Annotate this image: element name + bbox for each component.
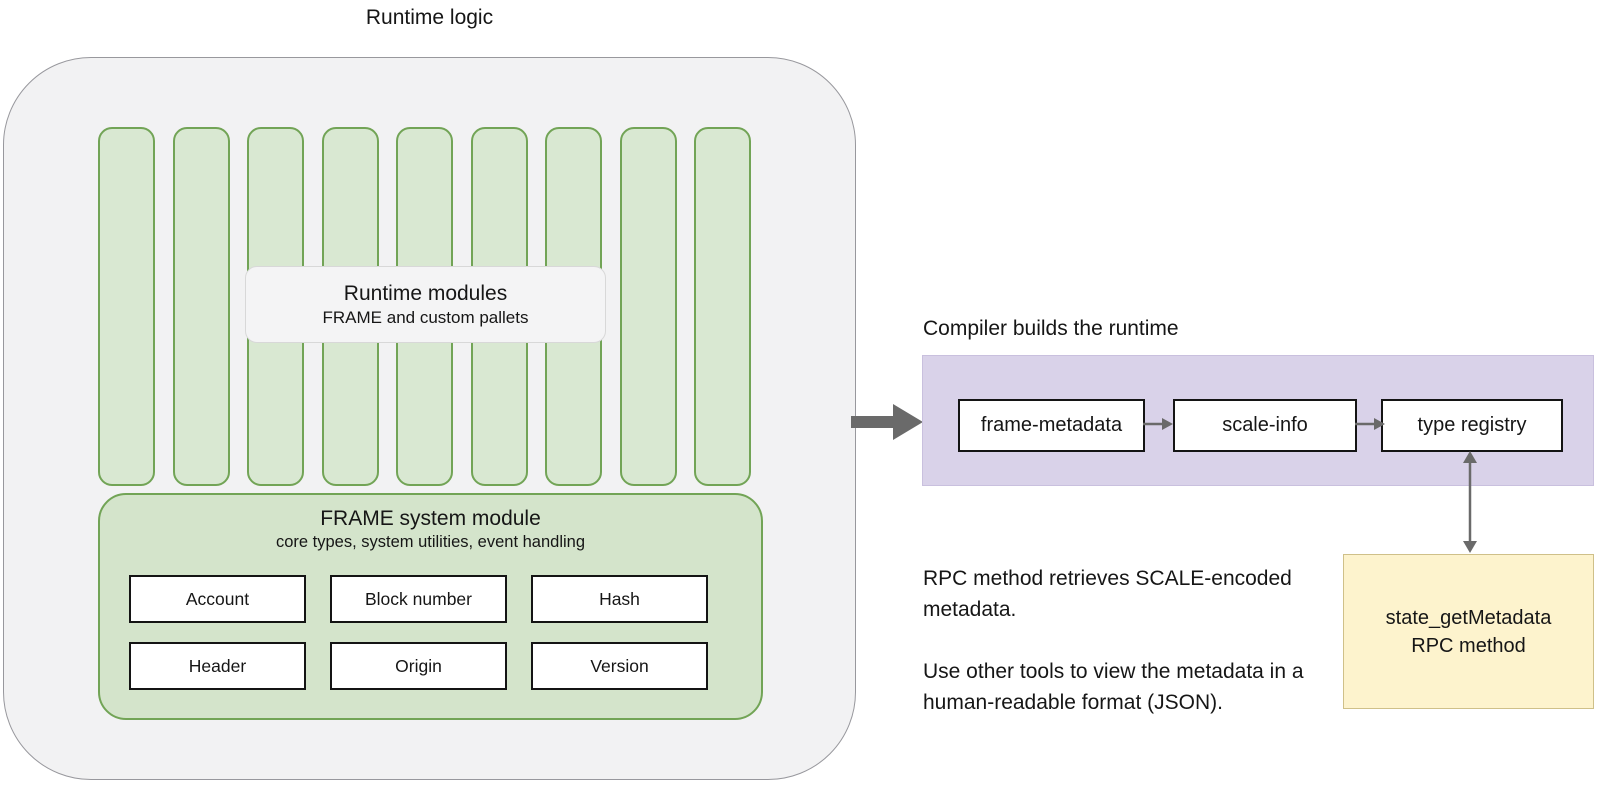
- runtime-modules-subtitle: FRAME and custom pallets: [322, 308, 529, 327]
- pallet-bar: [619, 127, 677, 486]
- up-down-arrow-icon: [1463, 451, 1477, 553]
- rpc-box-subtitle: RPC method: [1411, 634, 1526, 657]
- frame-system-title: FRAME system module: [320, 507, 541, 530]
- chip-block-number: Block number: [330, 575, 507, 623]
- diagram-title: Runtime logic: [365, 6, 494, 29]
- pipeline-box-scale-info: scale-info: [1173, 399, 1357, 452]
- chip-origin: Origin: [330, 642, 507, 690]
- state-get-metadata-box: state_getMetadata RPC method: [1343, 554, 1594, 709]
- pallet-bar: [694, 127, 751, 486]
- frame-system-module-box: FRAME system module core types, system u…: [98, 493, 763, 720]
- rpc-notes: RPC method retrieves SCALE-encoded metad…: [923, 563, 1315, 749]
- chip-header: Header: [129, 642, 306, 690]
- pipeline-box-type-registry: type registry: [1381, 399, 1563, 452]
- frame-system-chips: Account Block number Hash Header Origin …: [129, 575, 708, 690]
- compiler-label: Compiler builds the runtime: [923, 317, 1179, 340]
- pipeline-box-frame-metadata: frame-metadata: [958, 399, 1145, 452]
- compiler-pipeline-band: frame-metadata scale-info type registry: [922, 355, 1594, 486]
- right-arrow-icon: [851, 404, 923, 440]
- chip-version: Version: [531, 642, 708, 690]
- right-arrow-icon: [1355, 418, 1385, 430]
- runtime-modules-label: Runtime modules FRAME and custom pallets: [245, 266, 606, 343]
- runtime-modules-title: Runtime modules: [343, 282, 508, 305]
- note-scale-encoded: RPC method retrieves SCALE-encoded metad…: [923, 567, 1292, 621]
- pallet-bar: [172, 127, 230, 486]
- frame-system-subtitle: core types, system utilities, event hand…: [275, 533, 586, 551]
- chip-hash: Hash: [531, 575, 708, 623]
- pallet-bar: [98, 127, 155, 486]
- note-human-readable: Use other tools to view the metadata in …: [923, 660, 1304, 714]
- right-arrow-icon: [1143, 418, 1173, 430]
- rpc-box-title: state_getMetadata: [1385, 606, 1552, 629]
- chip-account: Account: [129, 575, 306, 623]
